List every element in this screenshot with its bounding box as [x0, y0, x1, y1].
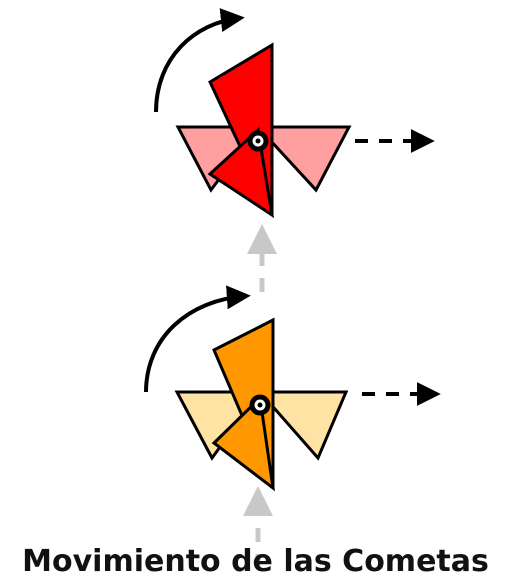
- rotation-arrow-icon: [154, 8, 245, 113]
- top-kite: [154, 8, 435, 219]
- diagram-caption: Movimiento de las Cometas: [22, 544, 489, 579]
- bottom-kite-front-lower: [211, 394, 276, 492]
- bottom-kite-back-right: [256, 390, 349, 461]
- top-kite-back-right: [254, 125, 352, 193]
- bottom-kite: [144, 285, 441, 492]
- rotation-arrow-icon: [144, 285, 251, 393]
